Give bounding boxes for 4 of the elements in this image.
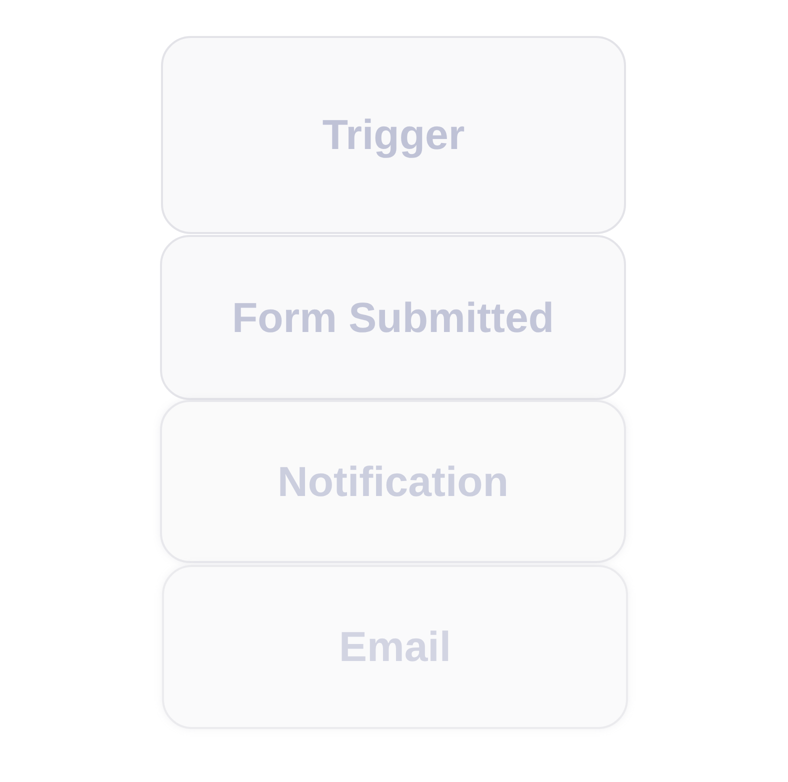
step-card [161, 36, 626, 234]
step-label: Trigger [322, 111, 465, 159]
step-card [160, 235, 626, 400]
step-card [160, 400, 626, 563]
